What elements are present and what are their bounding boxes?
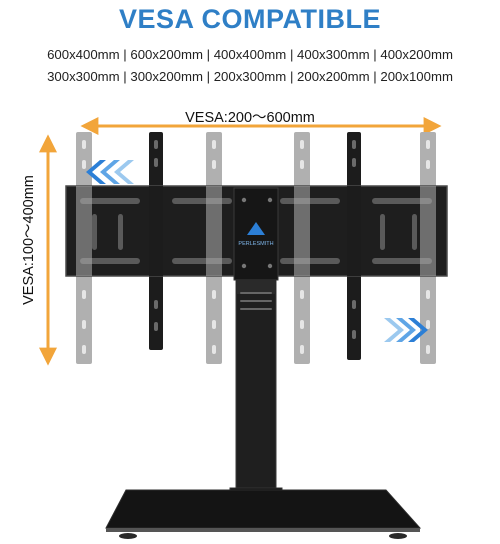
brand-logo-text: PERLESMITH — [238, 241, 273, 247]
vesa-sizes-row-2: 300x300mm | 300x200mm | 200x300mm | 200x… — [47, 69, 453, 84]
brand-logo-icon — [247, 222, 265, 235]
vertical-range-label: VESA:100～400mm — [21, 175, 37, 305]
stand-base — [105, 489, 422, 529]
double-chevron-left-icon — [86, 160, 134, 184]
page-title: VESA COMPATIBLE — [118, 4, 381, 34]
vesa-sizes-row-1: 600x400mm | 600x200mm | 400x400mm | 400x… — [47, 47, 453, 62]
double-chevron-right-icon — [384, 318, 428, 342]
stand-pole — [235, 279, 277, 499]
horizontal-range-label: VESA:200～600mm — [185, 110, 315, 126]
